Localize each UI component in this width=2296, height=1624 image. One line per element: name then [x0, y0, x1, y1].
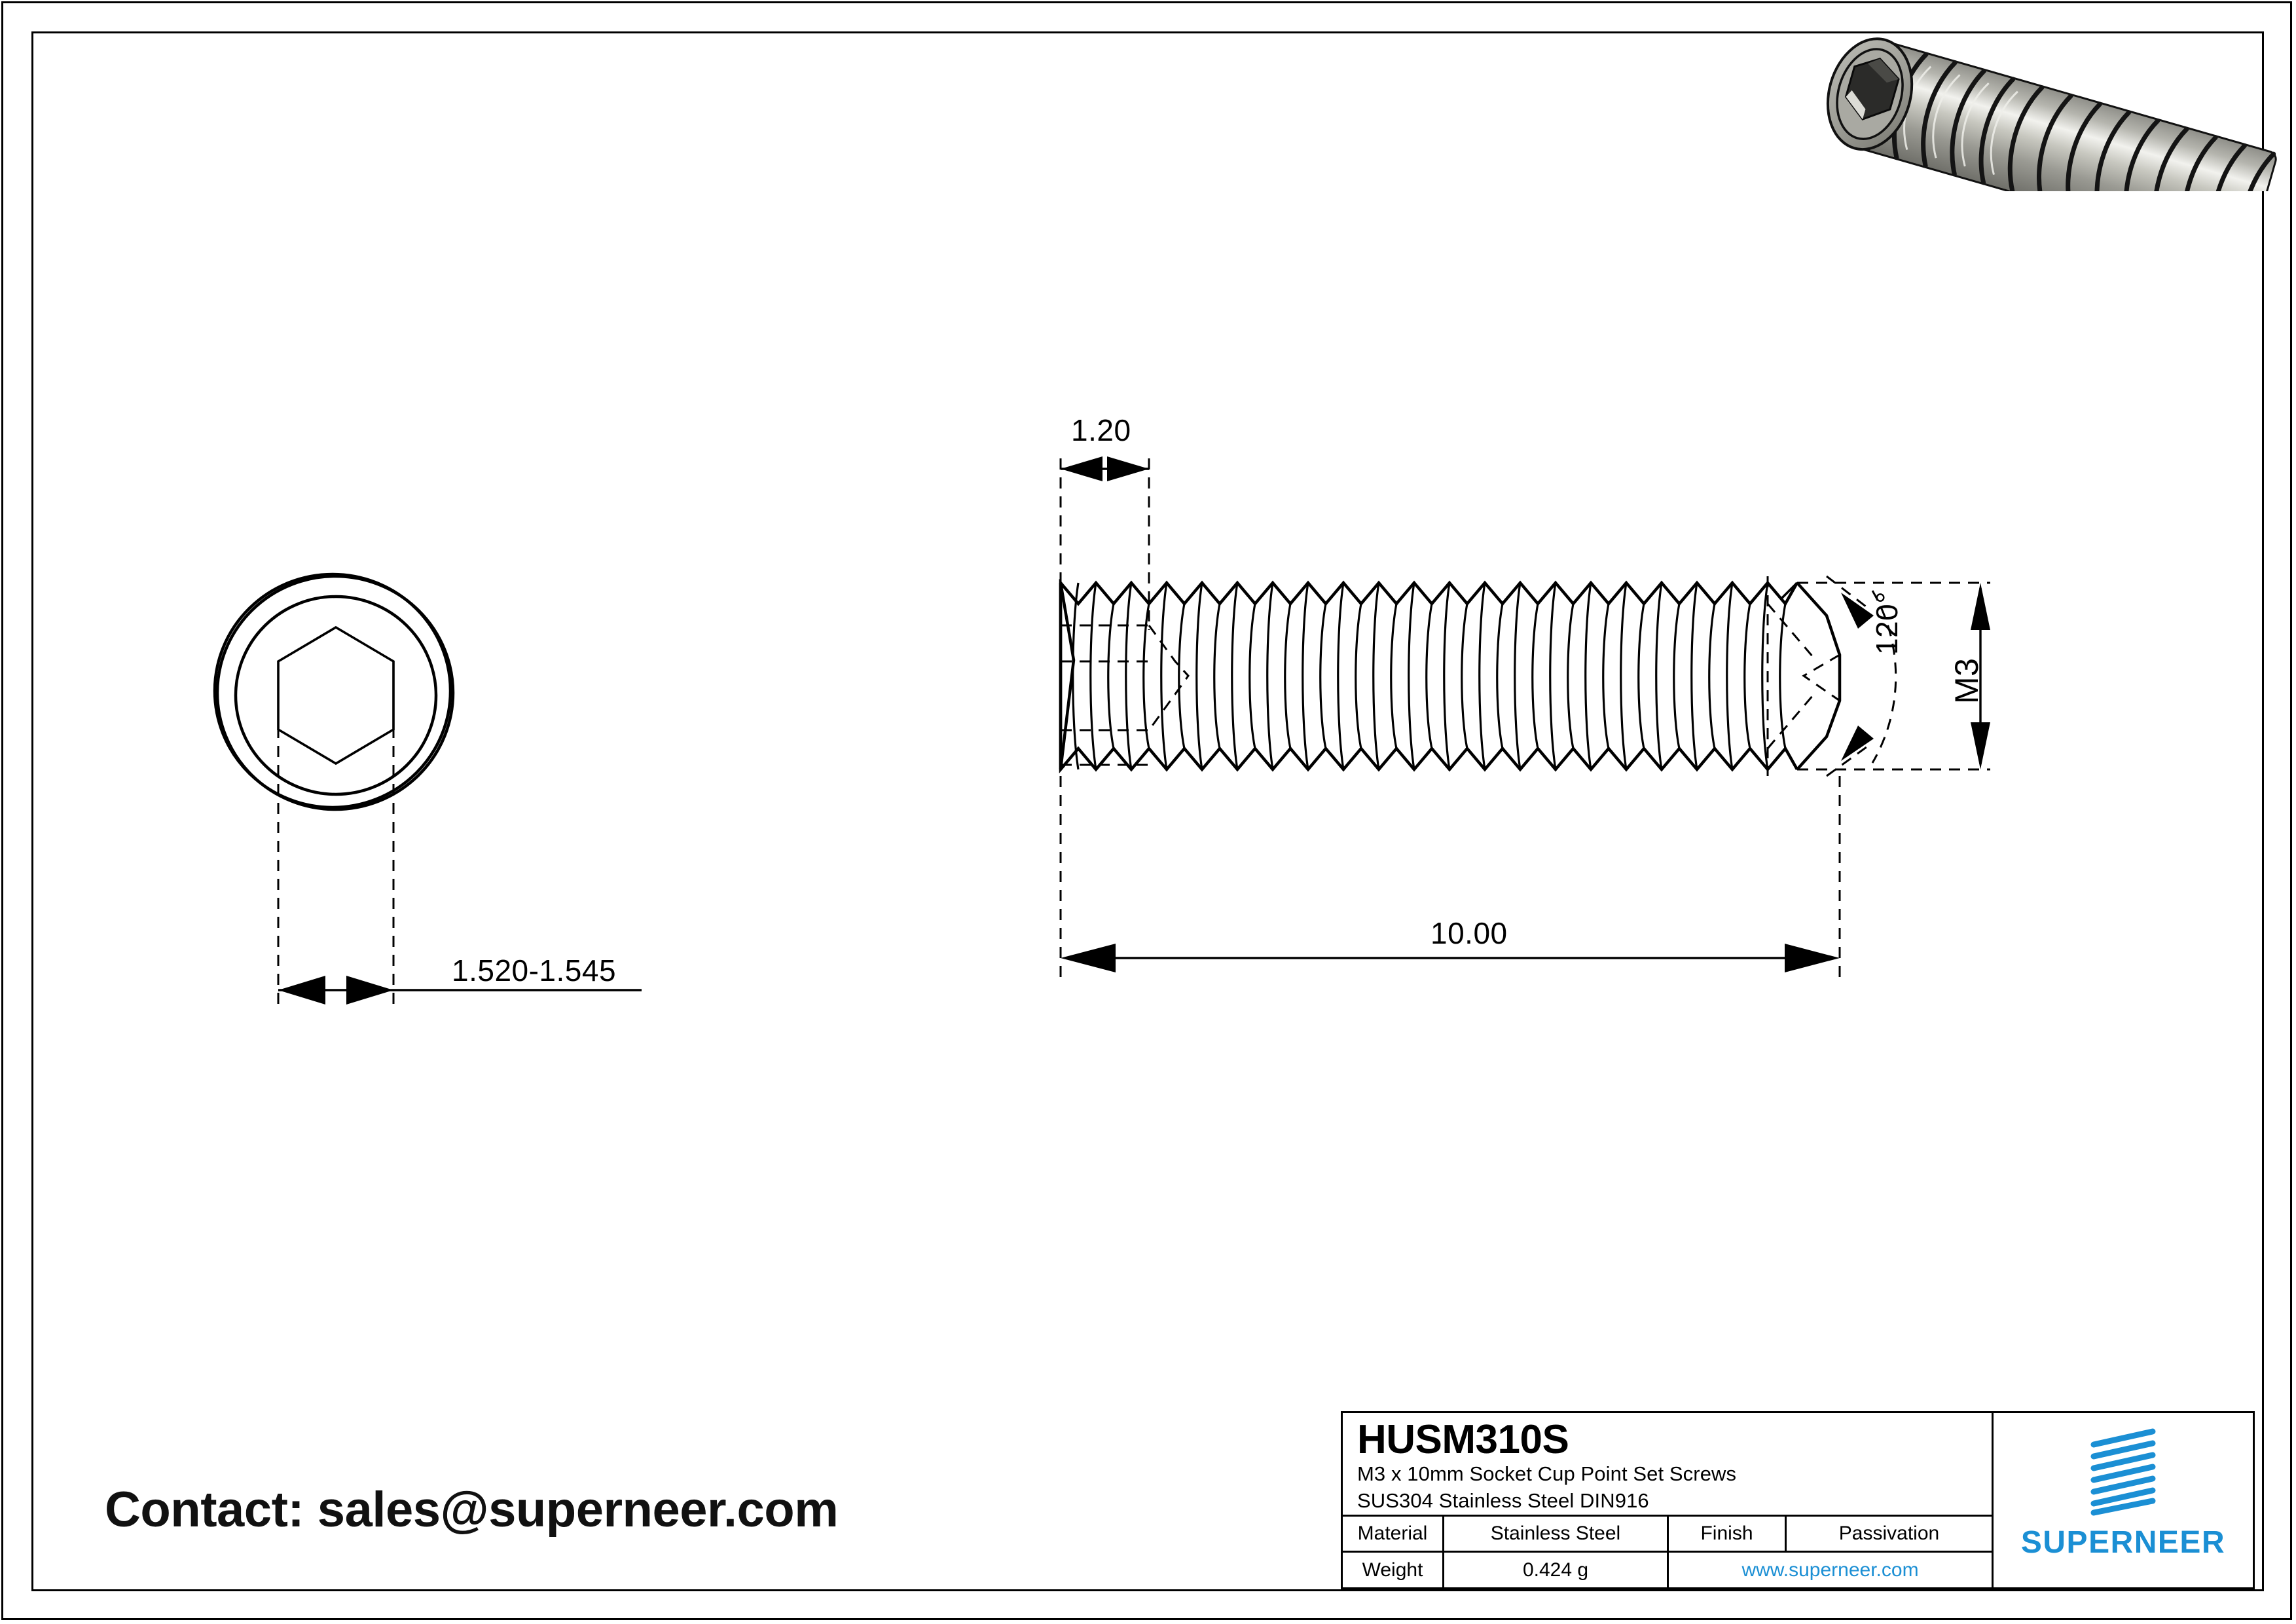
table-row: Material Stainless Steel Finish Passivat… — [1343, 1516, 1992, 1553]
isometric-render — [1826, 37, 2277, 191]
title-block-left: HUSM310S M3 x 10mm Socket Cup Point Set … — [1343, 1413, 1994, 1587]
brand-name: SUPERNEER — [2020, 1525, 2226, 1560]
contact-text: Contact: sales@superneer.com — [105, 1482, 839, 1538]
spec-table: Material Stainless Steel Finish Passivat… — [1343, 1516, 1992, 1587]
superneer-logo-icon — [2090, 1428, 2156, 1516]
border-inner-frame — [31, 31, 2264, 1591]
thread-designation-label: M3 — [1948, 657, 1985, 704]
material-label: Material — [1343, 1516, 1444, 1551]
table-row: Weight 0.424 g www.superneer.com — [1343, 1553, 1992, 1587]
description-line-2: SUS304 Stainless Steel DIN916 — [1357, 1489, 1649, 1512]
finish-value: Passivation — [1838, 1522, 1940, 1545]
weight-label: Weight — [1343, 1553, 1444, 1587]
website-link[interactable]: www.superneer.com — [1741, 1559, 1919, 1581]
title-block-header: HUSM310S M3 x 10mm Socket Cup Point Set … — [1343, 1413, 1992, 1517]
weight-value: 0.424 g — [1444, 1553, 1669, 1587]
title-block: HUSM310S M3 x 10mm Socket Cup Point Set … — [1341, 1411, 2255, 1589]
hex-socket-dimension-label: 1.520-1.545 — [452, 953, 617, 987]
brand-block: SUPERNEER — [1994, 1413, 2253, 1587]
cone-angle-dimension-label: 120° — [1870, 591, 1904, 655]
material-value: Stainless Steel — [1444, 1516, 1669, 1551]
part-number: HUSM310S — [1357, 1417, 1569, 1462]
overall-length-dimension-label: 10.00 — [1430, 916, 1508, 950]
finish-label: Finish — [1669, 1516, 1787, 1551]
description-line-1: M3 x 10mm Socket Cup Point Set Screws — [1357, 1462, 1737, 1486]
socket-depth-dimension-label: 1.20 — [1071, 413, 1131, 447]
